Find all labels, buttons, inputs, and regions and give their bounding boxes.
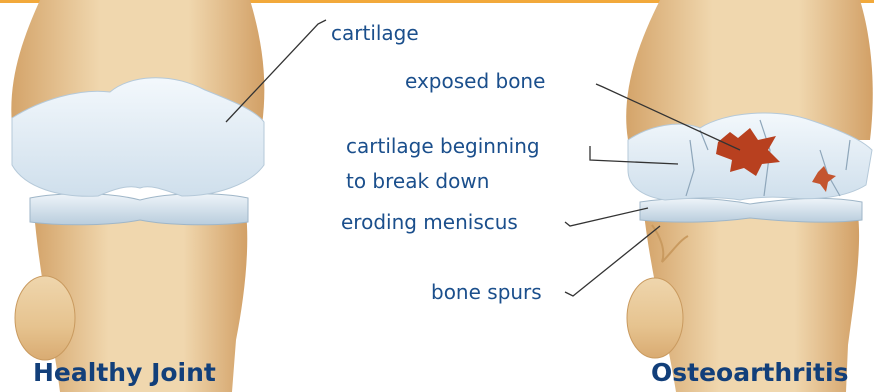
- healthy-fibula: [15, 276, 75, 360]
- caption-healthy-joint: Healthy Joint: [33, 358, 216, 388]
- label-bone-spurs: bone spurs: [431, 279, 542, 305]
- caption-osteoarthritis: Osteoarthritis: [651, 358, 848, 388]
- healthy-meniscus: [30, 194, 248, 225]
- osteoarthritis-joint-illustration: [626, 0, 873, 392]
- label-cartilage-breaking-line2: to break down: [346, 168, 489, 194]
- label-exposed-bone: exposed bone: [405, 68, 545, 94]
- label-cartilage-breaking-line1: cartilage beginning: [346, 133, 540, 159]
- oa-fibula: [627, 278, 683, 358]
- healthy-joint-illustration: [11, 0, 264, 392]
- label-eroding-meniscus: eroding meniscus: [341, 209, 518, 235]
- leader-eroding-meniscus: [565, 208, 648, 226]
- label-cartilage: cartilage: [331, 20, 419, 46]
